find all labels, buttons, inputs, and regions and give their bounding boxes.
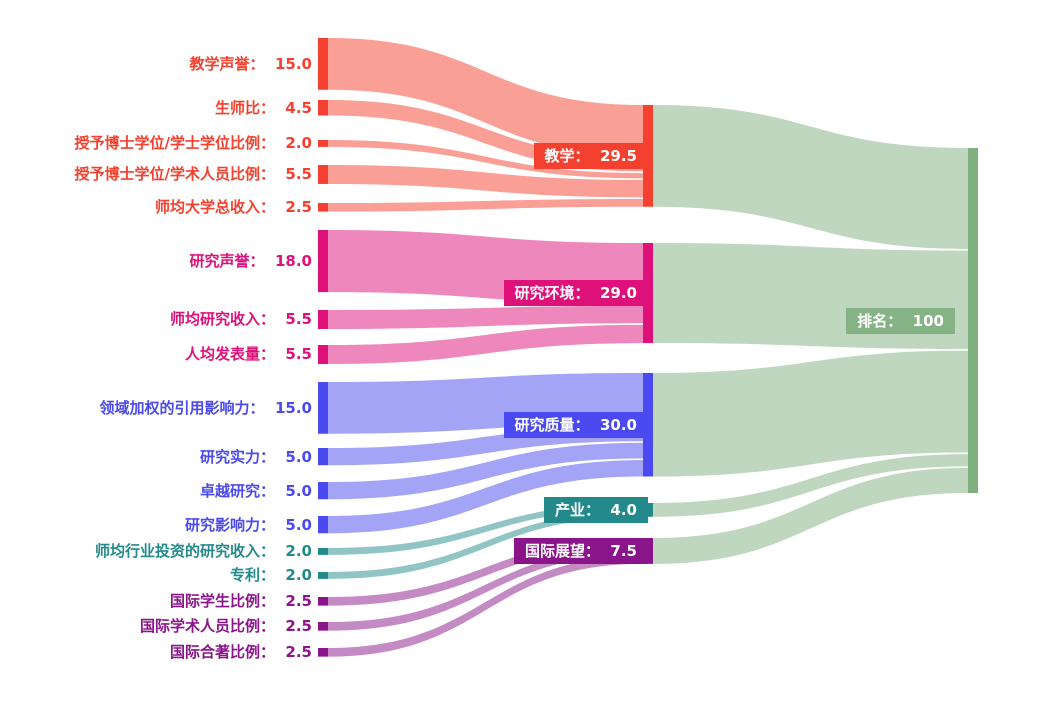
node-research_income[interactable] <box>318 310 328 329</box>
node-research_strength[interactable] <box>318 448 328 466</box>
label-research_strength: 研究实力： 5.0 <box>199 448 312 466</box>
node-patents[interactable] <box>318 572 328 579</box>
node-label-teaching[interactable]: 教学： 29.5 <box>533 143 648 169</box>
label-industry_income: 师均行业投资的研究收入： 2.0 <box>94 542 312 560</box>
node-research_environment[interactable] <box>643 243 653 344</box>
flow-intl_students-to-international_outlook[interactable] <box>328 538 643 606</box>
label-research_income: 师均研究收入： 5.5 <box>169 310 312 328</box>
node-student_staff_ratio[interactable] <box>318 100 328 116</box>
sankey-nodes <box>318 38 978 657</box>
flow-research_influence-to-research_quality[interactable] <box>328 460 643 534</box>
flow-industry-to-ranking[interactable] <box>653 454 968 517</box>
flow-intl_staff-to-international_outlook[interactable] <box>328 547 643 631</box>
label-teaching_reputation: 教学声誉： 15.0 <box>189 55 312 73</box>
node-label-ranking[interactable]: 排名： 100 <box>846 308 955 334</box>
flow-research_excellence-to-research_quality[interactable] <box>328 442 643 500</box>
label-student_staff_ratio: 生师比： 4.5 <box>214 99 312 117</box>
node-citation_impact[interactable] <box>318 382 328 434</box>
label-doctorate_staff_ratio: 授予博士学位/学术人员比例： 5.5 <box>74 165 313 183</box>
label-research_excellence: 卓越研究： 5.0 <box>199 482 312 500</box>
node-research_influence[interactable] <box>318 516 328 534</box>
node-research_quality[interactable] <box>643 373 653 477</box>
node-intl_staff[interactable] <box>318 622 328 631</box>
flow-teaching-to-ranking[interactable] <box>653 105 968 249</box>
node-industry[interactable] <box>643 503 653 517</box>
label-citation_impact: 领域加权的引用影响力： 15.0 <box>99 399 312 417</box>
flow-doctorate_staff_ratio-to-teaching[interactable] <box>328 165 643 198</box>
flow-patents-to-industry[interactable] <box>328 510 643 579</box>
node-intl_coauthorship[interactable] <box>318 648 328 657</box>
node-teaching_reputation[interactable] <box>318 38 328 90</box>
node-doctorate_bachelor_ratio[interactable] <box>318 140 328 147</box>
label-doctorate_bachelor_ratio: 授予博士学位/学士学位比例： 2.0 <box>74 134 313 152</box>
label-patents: 专利： 2.0 <box>229 566 312 584</box>
flow-research_income-to-research_environment[interactable] <box>328 305 643 329</box>
node-teaching[interactable] <box>643 105 653 207</box>
node-institutional_income[interactable] <box>318 203 328 212</box>
node-label-international_outlook[interactable]: 国际展望： 7.5 <box>513 538 648 564</box>
label-publications_per_capita: 人均发表量： 5.5 <box>184 345 312 363</box>
label-intl_staff: 国际学术人员比例： 2.5 <box>139 617 312 635</box>
node-publications_per_capita[interactable] <box>318 345 328 364</box>
node-intl_students[interactable] <box>318 597 328 606</box>
flow-industry_income-to-industry[interactable] <box>328 503 643 555</box>
node-doctorate_staff_ratio[interactable] <box>318 165 328 184</box>
node-label-research_quality[interactable]: 研究质量： 30.0 <box>503 412 648 438</box>
flow-publications_per_capita-to-research_environment[interactable] <box>328 324 643 364</box>
node-label-research_environment[interactable]: 研究环境： 29.0 <box>503 280 648 306</box>
label-intl_coauthorship: 国际合著比例： 2.5 <box>169 643 312 661</box>
node-industry_income[interactable] <box>318 548 328 555</box>
label-research_reputation: 研究声誉： 18.0 <box>189 252 312 270</box>
flow-institutional_income-to-teaching[interactable] <box>328 198 643 212</box>
label-intl_students: 国际学生比例： 2.5 <box>169 592 312 610</box>
node-international_outlook[interactable] <box>643 538 653 564</box>
node-research_reputation[interactable] <box>318 230 328 293</box>
flow-doctorate_bachelor_ratio-to-teaching[interactable] <box>328 140 643 179</box>
label-institutional_income: 师均大学总收入： 2.5 <box>154 198 312 216</box>
flow-teaching_reputation-to-teaching[interactable] <box>328 38 643 156</box>
flow-international_outlook-to-ranking[interactable] <box>653 467 968 564</box>
label-research_influence: 研究影响力： 5.0 <box>184 516 312 534</box>
flow-intl_coauthorship-to-international_outlook[interactable] <box>328 556 643 657</box>
flow-research_quality-to-ranking[interactable] <box>653 350 968 477</box>
node-label-industry[interactable]: 产业： 4.0 <box>543 497 648 523</box>
node-research_excellence[interactable] <box>318 482 328 500</box>
node-ranking[interactable] <box>968 148 978 493</box>
